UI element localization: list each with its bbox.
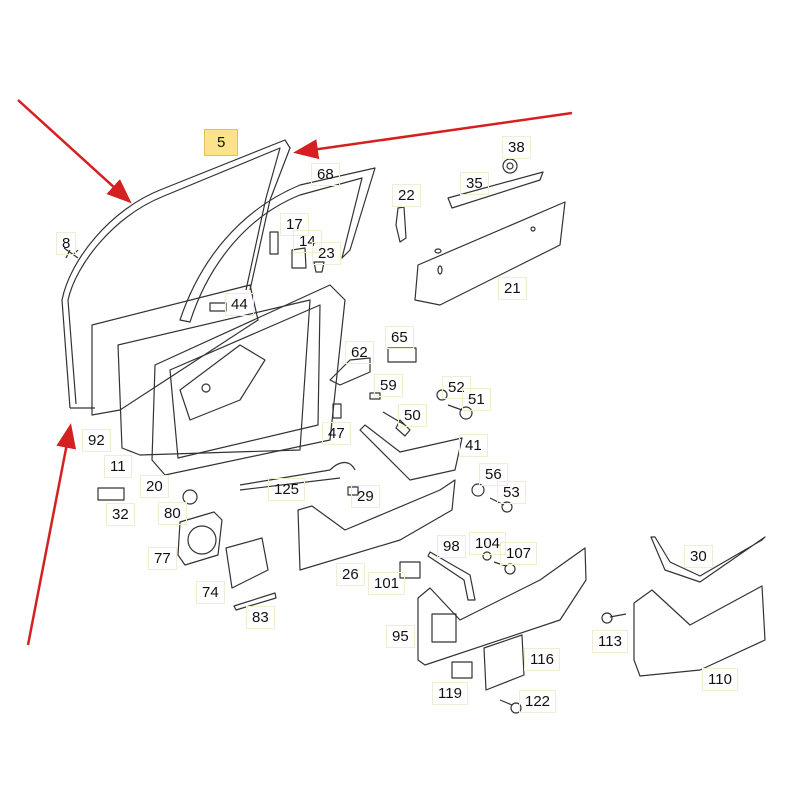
part-label-38[interactable]: 38: [502, 136, 531, 159]
part-98-bracket[interactable]: [427, 551, 476, 601]
part-110-panel[interactable]: [633, 585, 766, 677]
part-47-clip[interactable]: [332, 403, 342, 419]
part-label-11[interactable]: 11: [104, 455, 132, 478]
part-label-74[interactable]: 74: [196, 581, 225, 604]
part-122-screw[interactable]: [499, 699, 522, 714]
part-95-lower-pocket[interactable]: [417, 547, 587, 666]
part-80-grommet[interactable]: [182, 489, 198, 505]
part-92-panel[interactable]: [91, 284, 259, 416]
part-label-22[interactable]: 22: [392, 184, 421, 207]
part-label-21[interactable]: 21: [498, 277, 527, 300]
part-label-125[interactable]: 125: [268, 478, 306, 501]
part-41-armrest[interactable]: [359, 424, 463, 481]
part-label-51[interactable]: 51: [462, 388, 491, 411]
part-11-panel[interactable]: [117, 299, 311, 456]
part-label-62[interactable]: 62: [345, 341, 374, 364]
arrow-upper-left: [17, 99, 132, 204]
part-116-plate[interactable]: [483, 634, 525, 691]
part-label-92[interactable]: 92: [82, 429, 111, 452]
part-label-17[interactable]: 17: [280, 213, 309, 236]
part-label-95[interactable]: 95: [386, 625, 415, 648]
part-label-5[interactable]: 5: [204, 129, 239, 156]
part-29-clip[interactable]: [347, 486, 359, 496]
part-44-clip[interactable]: [209, 302, 227, 312]
part-30-trim[interactable]: [650, 536, 766, 583]
part-32-switch[interactable]: [97, 487, 125, 501]
part-label-53[interactable]: 53: [497, 481, 526, 504]
part-22-clip[interactable]: [395, 206, 407, 243]
part-label-65[interactable]: 65: [385, 326, 414, 349]
part-label-52[interactable]: 52: [442, 376, 471, 399]
part-label-56[interactable]: 56: [479, 463, 508, 486]
part-label-26[interactable]: 26: [336, 563, 365, 586]
part-label-83[interactable]: 83: [246, 606, 275, 629]
part-125-cable[interactable]: [239, 461, 356, 491]
part-label-80[interactable]: 80: [158, 502, 187, 525]
part-77-speaker-cover[interactable]: [177, 511, 223, 566]
part-label-122[interactable]: 122: [519, 690, 557, 713]
part-14-clip[interactable]: [291, 247, 307, 269]
part-68-glass-channel[interactable]: [179, 167, 376, 323]
part-label-101[interactable]: 101: [368, 572, 406, 595]
part-label-47[interactable]: 47: [322, 422, 351, 445]
part-label-20[interactable]: 20: [140, 475, 169, 498]
part-label-30[interactable]: 30: [684, 545, 713, 568]
part-label-29[interactable]: 29: [351, 485, 380, 508]
part-56-washer[interactable]: [471, 483, 485, 497]
part-5-door-seal[interactable]: [61, 139, 291, 409]
part-label-35[interactable]: 35: [460, 172, 489, 195]
part-label-14[interactable]: 14: [293, 230, 322, 253]
part-119-clip[interactable]: [451, 661, 473, 679]
part-74-grille[interactable]: [225, 537, 269, 589]
part-51-screw[interactable]: [447, 404, 473, 420]
part-65-switch[interactable]: [387, 347, 417, 363]
arrow-upper-right: [293, 111, 573, 160]
part-label-119[interactable]: 119: [432, 682, 468, 705]
part-23-plug[interactable]: [313, 261, 325, 273]
part-label-59[interactable]: 59: [374, 374, 403, 397]
part-label-116[interactable]: 116: [524, 648, 560, 671]
part-label-23[interactable]: 23: [312, 242, 341, 265]
part-101-clip[interactable]: [399, 561, 421, 579]
part-label-68[interactable]: 68: [311, 163, 340, 186]
part-35-strip[interactable]: [447, 171, 544, 209]
part-label-8[interactable]: 8: [56, 232, 77, 255]
part-label-32[interactable]: 32: [106, 503, 135, 526]
part-label-107[interactable]: 107: [500, 542, 538, 565]
part-113-screw[interactable]: [601, 612, 627, 624]
part-38-nut[interactable]: [502, 158, 518, 174]
part-label-113[interactable]: 113: [592, 630, 628, 653]
part-label-44[interactable]: 44: [225, 293, 254, 316]
part-label-98[interactable]: 98: [437, 535, 466, 558]
part-83-strip[interactable]: [233, 592, 277, 611]
part-label-110[interactable]: 110: [702, 668, 738, 691]
part-26-pocket[interactable]: [297, 479, 456, 571]
part-label-50[interactable]: 50: [398, 404, 427, 427]
part-21-panel[interactable]: [414, 201, 566, 306]
part-label-41[interactable]: 41: [459, 434, 488, 457]
part-label-77[interactable]: 77: [148, 547, 177, 570]
arrow-lower-left: [26, 423, 77, 646]
part-20-door-trim[interactable]: [151, 284, 346, 476]
part-label-104[interactable]: 104: [469, 532, 507, 555]
part-104-clip[interactable]: [482, 551, 492, 561]
part-17-clip[interactable]: [269, 231, 279, 255]
